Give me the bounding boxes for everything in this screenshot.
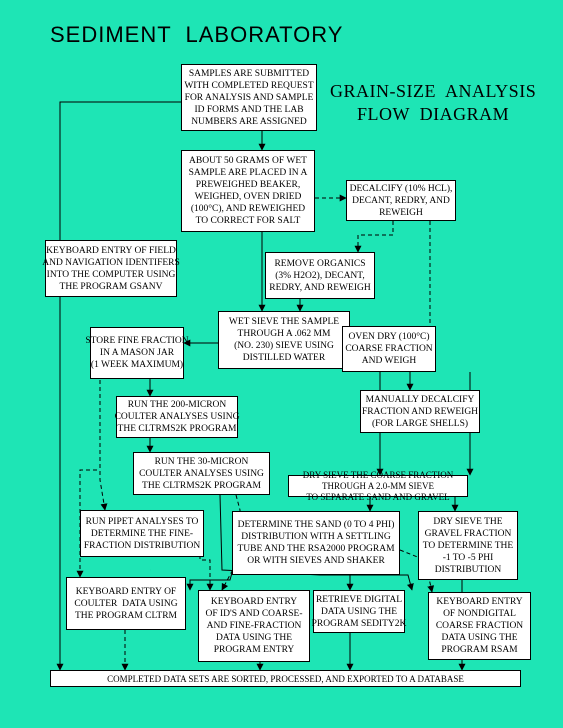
box-keyboard-ids: KEYBOARD ENTRY OF ID'S AND COARSE- AND F… <box>198 590 310 662</box>
box-keyboard-coulter: KEYBOARD ENTRY OF COULTER DATA USING THE… <box>66 577 186 630</box>
box-keyboard-nondigital: KEYBOARD ENTRY OF NONDIGITAL COARSE FRAC… <box>428 592 531 660</box>
box-pipet: RUN PIPET ANALYSES TO DETERMINE THE FINE… <box>80 510 204 557</box>
box-samples-submitted: SAMPLES ARE SUBMITTED WITH COMPLETED REQ… <box>181 64 317 131</box>
box-store-fine: STORE FINE FRACTION IN A MASON JAR (1 WE… <box>85 327 189 379</box>
box-dry-sieve-gravel: DRY SIEVE THE GRAVEL FRACTION TO DETERMI… <box>418 511 518 580</box>
box-retrieve-digital: RETRIEVE DIGITAL DATA USING THE PROGRAM … <box>312 590 406 633</box>
box-coulter-30: RUN THE 30-MICRON COULTER ANALYSES USING… <box>133 452 270 495</box>
box-oven-dry: OVEN DRY (100°C) COARSE FRACTION AND WEI… <box>342 326 436 372</box>
box-keyboard-field: KEYBOARD ENTRY OF FIELD AND NAVIGATION I… <box>42 240 180 297</box>
box-weigh-sample: ABOUT 50 GRAMS OF WET SAMPLE ARE PLACED … <box>181 150 315 232</box>
box-dry-sieve-coarse: DRY SIEVE THE COARSE FRACTION THROUGH A … <box>288 470 468 502</box>
box-completed-data-sets: COMPLETED DATA SETS ARE SORTED, PROCESSE… <box>50 670 521 687</box>
box-determine-sand: DETERMINE THE SAND (0 TO 4 PHI) DISTRIBU… <box>232 511 400 575</box>
diagram-header-title: SEDIMENT LABORATORY <box>50 22 344 47</box>
box-manual-decalcify: MANUALLY DECALCIFY FRACTION AND REWEIGH … <box>360 390 480 433</box>
box-decalcify: DECALCIFY (10% HCL), DECANT, REDRY, AND … <box>346 180 456 221</box>
box-remove-organics: REMOVE ORGANICS (3% H2O2), DECANT, REDRY… <box>265 252 375 299</box>
box-coulter-200: RUN THE 200-MICRON COULTER ANALYSES USIN… <box>115 396 239 438</box>
box-wet-sieve: WET SIEVE THE SAMPLE THROUGH A .062 MM (… <box>218 311 350 369</box>
diagram-subtitle: GRAIN-SIZE ANALYSIS FLOW DIAGRAM <box>330 81 537 124</box>
